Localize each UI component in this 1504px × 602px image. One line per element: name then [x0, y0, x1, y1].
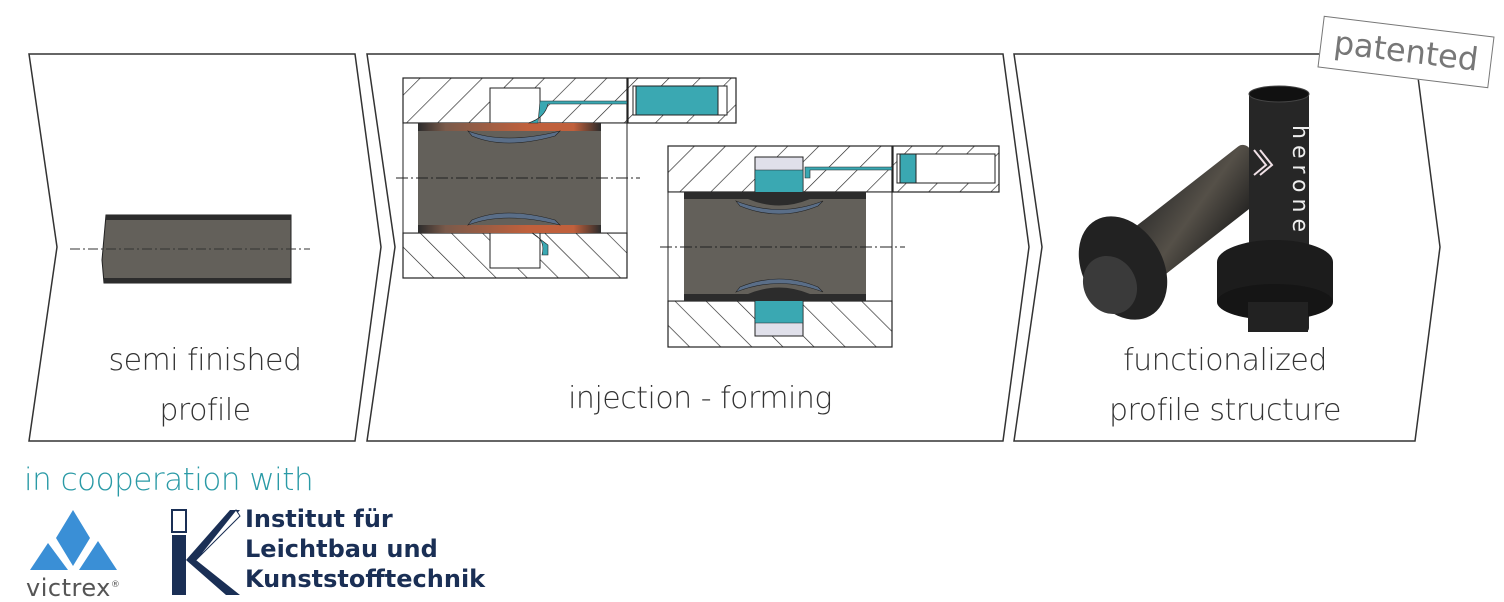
- ilk-wordmark: Institut für Leichtbau und Kunststofftec…: [245, 504, 485, 594]
- ilk-line: Kunststofftechnik: [245, 565, 486, 593]
- ilk-logo: [171, 509, 241, 595]
- step-label-injection-forming: injection - forming: [420, 374, 980, 424]
- step-label-semi-finished: semi finished profile: [60, 336, 350, 436]
- step-label-line: profile: [159, 393, 251, 428]
- product-photo: herone: [1078, 85, 1333, 332]
- step-panel-injection-forming: [366, 53, 1030, 442]
- step-panel-semi-finished: [28, 53, 382, 442]
- victrex-name: victrex: [26, 574, 111, 602]
- cooperation-heading: in cooperation with: [24, 462, 314, 498]
- step-label-line: profile structure: [1109, 393, 1341, 428]
- step-label-line: injection - forming: [568, 381, 832, 416]
- brand-text: herone: [1287, 125, 1312, 238]
- step-label-functionalized: functionalized profile structure: [1060, 336, 1390, 436]
- registered-mark: ®: [110, 580, 121, 590]
- step-label-line: semi finished: [108, 343, 302, 378]
- ilk-line: Institut für: [245, 505, 393, 533]
- step-label-line: functionalized: [1123, 343, 1327, 378]
- ilk-line: Leichtbau und: [245, 535, 438, 563]
- tool-heated-drawing: [396, 77, 737, 279]
- tool-injection-drawing: [660, 145, 1000, 348]
- step-panel-functionalized: herone: [1013, 53, 1441, 442]
- victrex-wordmark: victrex®: [26, 574, 120, 602]
- victrex-logo: [30, 510, 117, 570]
